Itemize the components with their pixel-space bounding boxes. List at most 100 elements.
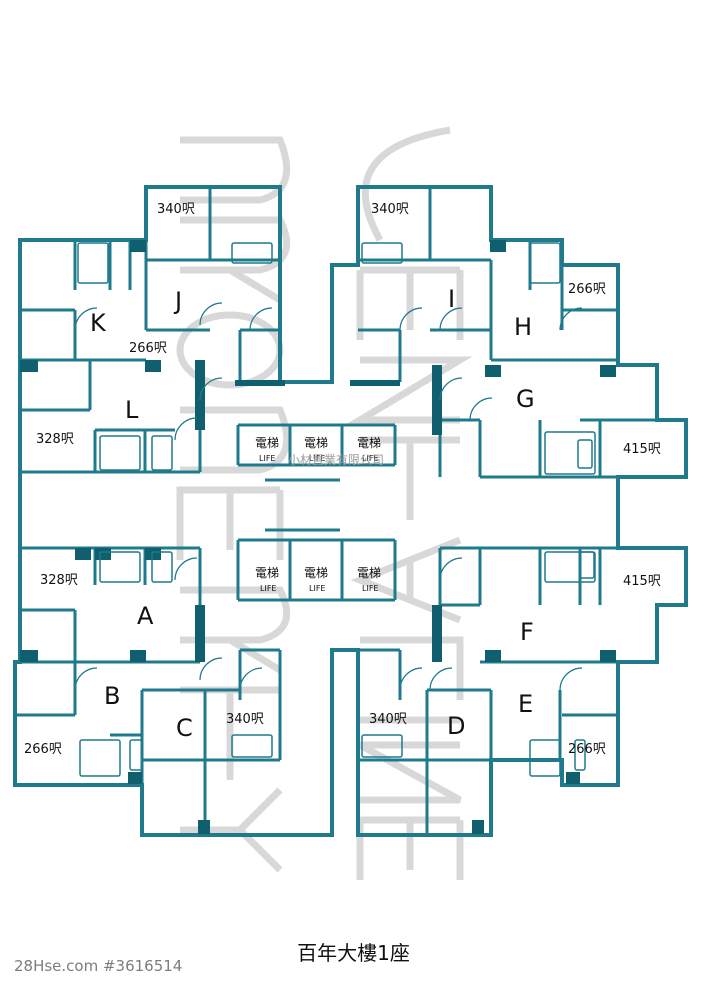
lift-label: 電梯 <box>304 566 328 580</box>
column-block <box>472 820 484 834</box>
unit-letter-b: B <box>104 682 120 710</box>
lift-label: 電梯 <box>357 436 381 450</box>
door-swing <box>439 307 463 331</box>
unit-area-a: 328呎 <box>40 573 78 588</box>
bathroom-fixture <box>79 739 121 777</box>
door-swing <box>199 302 223 326</box>
unit-letter-k: K <box>90 309 107 337</box>
column-block <box>350 380 400 386</box>
column-block <box>130 240 146 252</box>
lift-sub: LIFE <box>309 584 325 593</box>
bathroom-fixture <box>361 734 403 758</box>
unit-letter-f: F <box>520 618 534 646</box>
unit-area-i: 340呎 <box>371 202 409 217</box>
unit-area-g: 415呎 <box>623 442 661 457</box>
unit-area-l: 328呎 <box>36 432 74 447</box>
bathroom-fixture <box>99 551 141 583</box>
door-swing <box>249 307 273 331</box>
building-outline <box>13 185 688 837</box>
unit-area-h: 266呎 <box>568 282 606 297</box>
unit-area-f: 415呎 <box>623 574 661 589</box>
unit-letter-d: D <box>447 712 465 740</box>
bathroom-fixture <box>129 739 143 771</box>
lift-sub: LIFE <box>362 584 378 593</box>
unit-letter-l: L <box>125 396 139 424</box>
door-swing <box>439 377 463 401</box>
column-block <box>128 772 142 784</box>
column-block <box>485 650 501 662</box>
door-swing <box>74 307 98 331</box>
column-block <box>485 365 501 377</box>
fixtures <box>74 242 596 777</box>
column-block <box>600 365 616 377</box>
unit-letter-h: H <box>514 313 532 341</box>
bathroom-fixture <box>231 242 273 264</box>
door-swing <box>429 667 453 691</box>
lift-sub: LIFE <box>309 454 325 463</box>
door-swing <box>199 657 223 681</box>
unit-area-b: 266呎 <box>24 742 62 757</box>
lift-sub: LIFE <box>260 584 276 593</box>
door-swing <box>399 667 423 691</box>
lift-label: 電梯 <box>357 566 381 580</box>
unit-areas: 328呎 266呎 340呎 340呎 266呎 415呎 415呎 266呎 … <box>24 202 661 757</box>
bathroom-fixture <box>579 551 595 579</box>
lift-sub: LIFE <box>362 454 378 463</box>
column-block <box>235 380 285 386</box>
door-swing <box>559 667 583 691</box>
column-block <box>20 360 38 372</box>
lift-bank-top: 電梯 LIFE 電梯 LIFE 電梯 LIFE <box>255 436 381 463</box>
lift-label: 電梯 <box>255 566 279 580</box>
door-swing <box>439 557 463 581</box>
lift-bank-bottom: 電梯 LIFE 電梯 LIFE 電梯 LIFE <box>255 566 381 593</box>
column-block <box>95 548 111 560</box>
unit-letter-c: C <box>176 714 193 742</box>
unit-letter-j: J <box>173 287 182 315</box>
bathroom-fixture <box>529 739 561 777</box>
column-block <box>490 240 506 252</box>
column-block <box>130 650 146 662</box>
bathroom-fixture <box>231 734 273 758</box>
site-credit: 28Hse.com #3616514 <box>14 957 183 975</box>
column-block <box>145 360 161 372</box>
lift-sub: LIFE <box>259 454 275 463</box>
bathroom-fixture <box>529 242 561 284</box>
unit-area-k: 266呎 <box>129 341 167 356</box>
bathroom-fixture <box>77 242 109 284</box>
unit-area-j: 340呎 <box>157 202 195 217</box>
bathroom-fixture <box>99 435 141 471</box>
unit-letters: A B C D E F G H I J K L <box>90 285 535 742</box>
column-block <box>566 772 580 784</box>
column-block <box>145 548 161 560</box>
column-block <box>432 365 442 435</box>
lift-label: 電梯 <box>304 436 328 450</box>
column-block <box>20 650 38 662</box>
bathroom-fixture <box>544 551 596 583</box>
bathroom-fixture <box>151 435 173 471</box>
unit-letter-g: G <box>516 385 535 413</box>
watermark-stamp: 小材置業有限公司 <box>288 453 384 467</box>
column-block <box>432 605 442 662</box>
unit-area-d: 340呎 <box>369 712 407 727</box>
door-swing <box>469 397 493 421</box>
column-block <box>195 605 205 662</box>
door-swing <box>559 307 583 331</box>
door-swing <box>174 417 198 441</box>
building-title: 百年大樓1座 <box>297 941 410 965</box>
unit-letter-a: A <box>137 602 154 630</box>
bathroom-fixture <box>577 439 593 469</box>
unit-letter-i: I <box>448 285 455 313</box>
column-block <box>198 820 210 834</box>
column-block <box>75 548 91 560</box>
door-swing <box>239 667 263 691</box>
door-swing <box>199 377 223 401</box>
lift-label: 電梯 <box>255 436 279 450</box>
unit-area-c: 340呎 <box>226 712 264 727</box>
door-swing <box>74 667 98 691</box>
column-block <box>600 650 616 662</box>
door-swing <box>174 557 198 581</box>
unit-letter-e: E <box>518 690 533 718</box>
bathroom-fixture <box>361 242 403 264</box>
watermark <box>176 126 473 880</box>
bathroom-fixture <box>574 739 586 771</box>
